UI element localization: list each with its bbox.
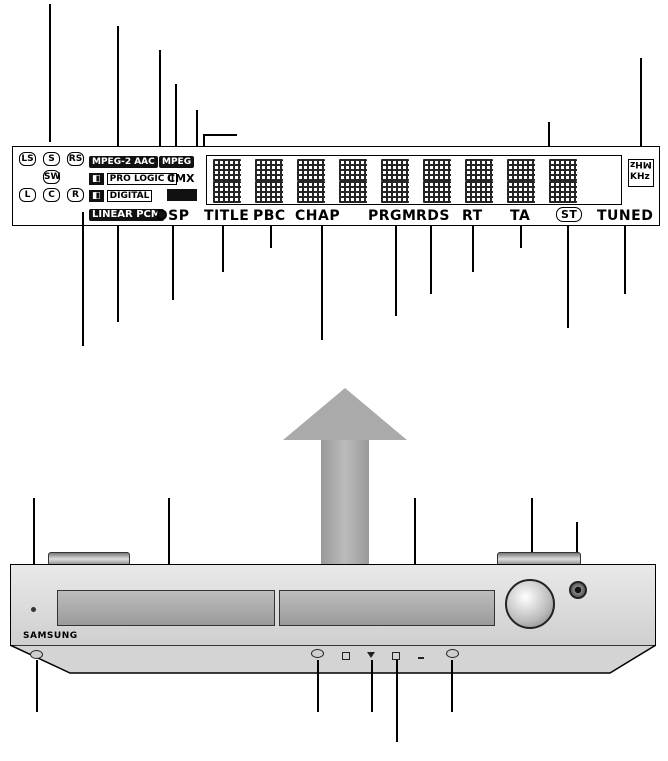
segment-digit	[213, 181, 241, 203]
callout-line-digital	[82, 212, 84, 346]
cmx-indicator: CMX	[167, 172, 195, 185]
play-pause-button[interactable]	[367, 652, 375, 658]
linear-pcm-indicator: LINEAR PCM	[89, 209, 164, 221]
prologic-indicator: ◧ PRO LOGIC II	[89, 173, 178, 185]
volume-knob[interactable]	[505, 579, 555, 629]
segment-display	[206, 155, 622, 205]
segment-digit	[297, 181, 325, 203]
callout-line-power	[36, 660, 38, 712]
mpeg2-aac-indicator: MPEG-2 AAC	[89, 156, 158, 168]
callout-line-play	[371, 660, 373, 712]
power-button[interactable]	[30, 650, 43, 659]
segment-digit	[255, 159, 283, 181]
callout-line-rt	[472, 226, 474, 272]
rds-indicator: RDS	[416, 208, 450, 224]
up-arrow-icon	[283, 388, 407, 440]
segment-digit	[549, 159, 577, 181]
segment-digit	[549, 181, 577, 203]
callout-line-title	[222, 226, 224, 272]
callout-line-units	[640, 58, 642, 154]
channel-s: S	[43, 152, 60, 166]
stop-button[interactable]	[342, 652, 350, 660]
tuning-mode-button[interactable]	[446, 649, 459, 658]
callout-line-display-window	[168, 498, 170, 594]
segment-digit	[255, 181, 283, 203]
segment-digit	[423, 181, 451, 203]
digital-indicator: ◧ DIGITAL	[89, 190, 153, 202]
function-button[interactable]	[311, 649, 324, 658]
headphone-jack[interactable]	[569, 581, 587, 599]
standby-indicator	[31, 607, 36, 612]
callout-line-pbc	[270, 226, 272, 248]
mhz-indicator: MHz	[630, 159, 652, 169]
channel-ls: LS	[19, 152, 36, 166]
callout-line-sleep-h	[203, 134, 237, 136]
pbc-indicator: PBC	[253, 208, 286, 224]
right-display-window	[279, 590, 495, 626]
callout-line-rds	[430, 226, 432, 294]
callout-line-st	[567, 226, 569, 328]
open-close-button[interactable]	[418, 652, 424, 659]
st-indicator: ST	[556, 207, 583, 222]
prgm-indicator: PRGM	[368, 208, 417, 224]
segment-digit	[507, 159, 535, 181]
sleep-icon	[167, 189, 197, 201]
receiver-base-shape	[10, 645, 656, 674]
receiver-base	[10, 645, 656, 675]
prologic-mark-icon: ◧	[89, 173, 104, 185]
callout-line-cmx	[196, 110, 198, 178]
left-display-window	[57, 590, 275, 626]
receiver-front-panel: SAMSUNG	[10, 564, 656, 646]
channel-rs: RS	[67, 152, 84, 166]
brand-logo: SAMSUNG	[23, 631, 78, 641]
callout-line-linear-pcm	[117, 226, 119, 322]
segment-digit	[381, 181, 409, 203]
tuned-indicator: TUNED	[597, 208, 654, 224]
callout-line-segment	[548, 122, 550, 158]
segment-row-bottom	[213, 181, 577, 203]
segment-digit	[465, 181, 493, 203]
channel-c: C	[43, 188, 60, 202]
skip-button[interactable]	[392, 652, 400, 660]
callout-line-channels	[49, 4, 51, 142]
callout-line-prgm	[395, 226, 397, 316]
segment-digit	[339, 181, 367, 203]
segment-digit	[423, 159, 451, 181]
title-indicator: TITLE	[204, 208, 250, 224]
callout-line-mpeg	[159, 50, 161, 156]
callout-line-standby	[33, 498, 35, 606]
segment-digit	[339, 159, 367, 181]
channel-sw: SW	[43, 170, 61, 184]
segment-digit	[213, 159, 241, 181]
chap-indicator: CHAP	[295, 208, 341, 224]
callout-line-skip	[396, 660, 398, 742]
callout-line-tuning-mode	[451, 660, 453, 712]
callout-line-tuned	[624, 226, 626, 294]
channel-r: R	[67, 188, 84, 202]
ta-indicator: TA	[510, 208, 531, 224]
segment-digit	[381, 159, 409, 181]
callout-line-ta	[520, 226, 522, 248]
callout-line-mpeg2aac	[117, 26, 119, 156]
channel-l: L	[19, 188, 36, 202]
segment-digit	[297, 159, 325, 181]
digital-label: DIGITAL	[106, 190, 153, 202]
front-display-panel: LS S RS SW L C R MPEG-2 AAC MPEG ◧ PRO L…	[12, 146, 660, 226]
segment-digit	[465, 159, 493, 181]
callout-line-headphone	[576, 522, 578, 578]
callout-line-prologic	[175, 84, 177, 156]
segment-row-top	[213, 159, 577, 181]
segment-digit	[507, 181, 535, 203]
callout-line-chap	[321, 226, 323, 340]
rt-indicator: RT	[462, 208, 483, 224]
khz-indicator: KHz	[630, 172, 650, 182]
dsp-indicator: DSP	[156, 208, 190, 224]
digital-mark-icon: ◧	[89, 190, 104, 202]
callout-line-volume	[531, 498, 533, 582]
unit-box	[628, 159, 654, 187]
callout-line-function	[317, 660, 319, 712]
mpeg-indicator: MPEG	[159, 156, 195, 168]
callout-line-dsp	[172, 226, 174, 300]
prologic-label: PRO LOGIC II	[106, 173, 178, 185]
